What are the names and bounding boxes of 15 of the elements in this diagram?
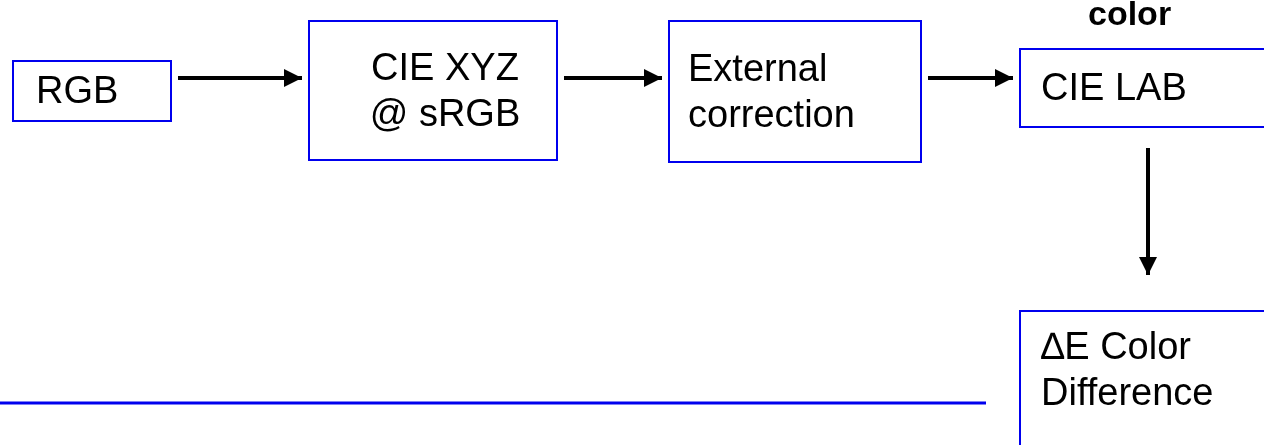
arrow [928,69,1013,87]
box-text: ∆E Color Difference [1041,324,1215,415]
box-text: RGB [36,68,119,114]
heading-text: color [1088,0,1172,33]
arrow [178,69,302,87]
process-box [308,20,558,161]
process-box [1019,310,1264,445]
box-text: CIE XYZ @ sRGB [368,44,522,136]
box-text: CIE LAB [1041,65,1187,111]
process-box [12,60,172,122]
arrow [1139,148,1157,275]
process-box [1019,48,1264,128]
arrow [564,69,662,87]
box-text: External correction [688,45,856,137]
process-box [668,20,922,163]
